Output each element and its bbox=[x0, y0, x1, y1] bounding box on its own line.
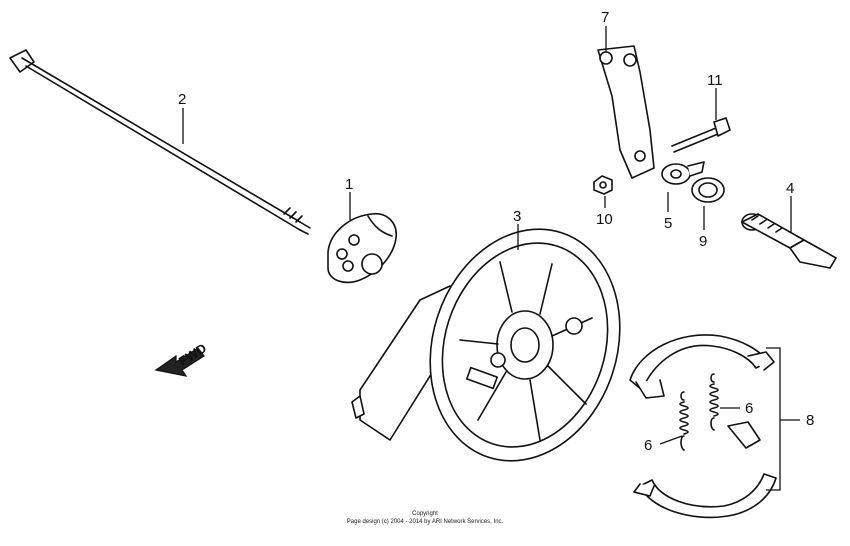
callout-7: 7 bbox=[601, 9, 609, 26]
sprocket-plate bbox=[327, 213, 397, 284]
brake-shoe-lower bbox=[633, 421, 777, 519]
copyright-text: Page design (c) 2004 - 2014 by ARI Netwo… bbox=[346, 519, 504, 525]
spring-b bbox=[679, 391, 689, 451]
brake-cam bbox=[741, 213, 837, 269]
axle bbox=[9, 49, 311, 235]
felt-seal bbox=[691, 177, 725, 203]
callout-8: 8 bbox=[806, 412, 814, 429]
brake-shoe-upper bbox=[629, 334, 775, 399]
spring-a bbox=[709, 373, 719, 431]
callout-11: 11 bbox=[707, 72, 723, 89]
fwd-arrow-icon bbox=[154, 347, 205, 377]
callout-2: 2 bbox=[178, 91, 186, 108]
bolt bbox=[671, 117, 731, 153]
callout-6a: 6 bbox=[745, 400, 753, 417]
nut bbox=[593, 175, 613, 195]
callout-9: 9 bbox=[699, 233, 707, 250]
leader-lines bbox=[182, 26, 800, 491]
callout-6b: 6 bbox=[644, 437, 652, 454]
brake-arm bbox=[597, 45, 655, 179]
fwd-label: FWD bbox=[176, 340, 209, 368]
callout-3: 3 bbox=[513, 208, 521, 225]
callout-4: 4 bbox=[786, 180, 794, 197]
brake-panel bbox=[351, 228, 621, 462]
callout-5: 5 bbox=[664, 215, 672, 232]
copyright-title: Copyright bbox=[412, 511, 438, 517]
callout-1: 1 bbox=[345, 176, 353, 193]
wear-indicator bbox=[661, 161, 705, 185]
copyright-notice: Copyright Page design (c) 2004 - 2014 by… bbox=[0, 510, 850, 526]
callout-10: 10 bbox=[596, 211, 613, 228]
